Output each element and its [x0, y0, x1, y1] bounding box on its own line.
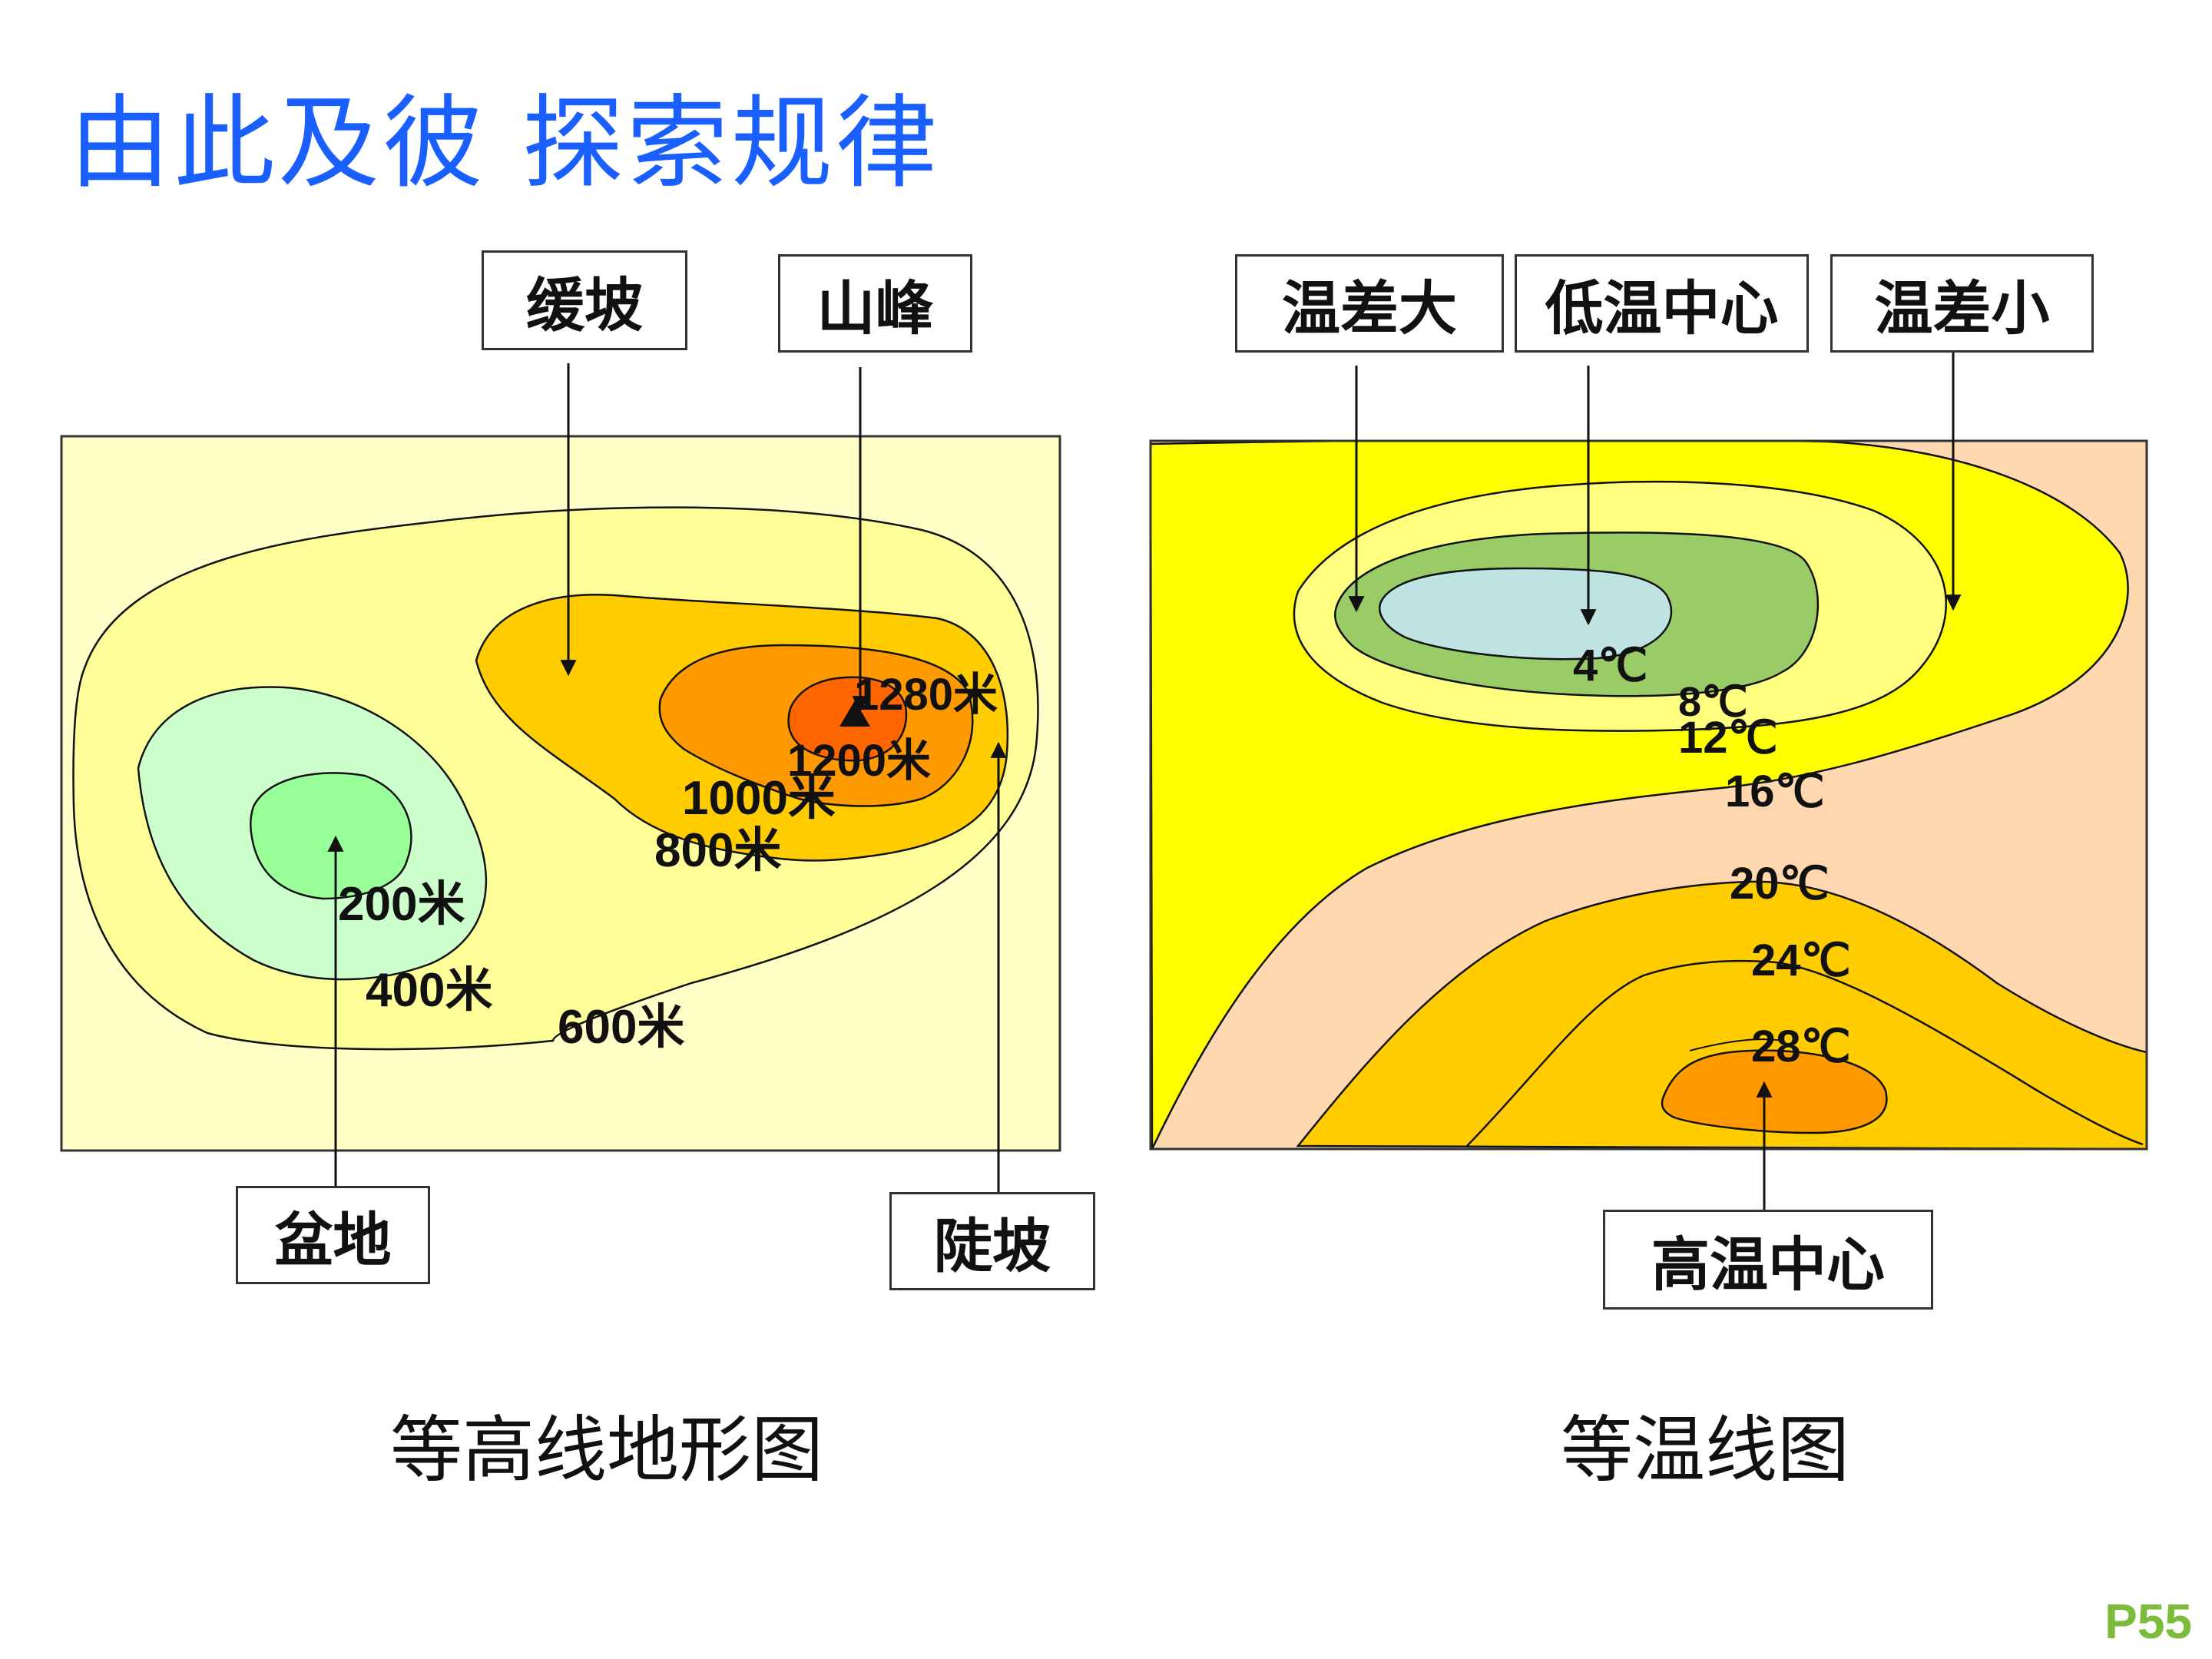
callout-small-diff: 温差小: [1830, 254, 2094, 353]
isotherm-4-region: [1379, 567, 1673, 661]
isotherm-map-caption: 等温线图: [1560, 1409, 1849, 1492]
label-400m: 400米: [366, 964, 492, 1017]
callout-cold-center: 低温中心: [1515, 254, 1809, 353]
label-8c: 8℃: [1678, 679, 1748, 725]
label-12c: 12℃: [1678, 713, 1778, 763]
callout-gentle-slope: 缓坡: [482, 250, 687, 350]
peak-marker-icon: [839, 700, 870, 727]
callout-peak: 山峰: [778, 254, 972, 353]
callout-basin: 盆地: [236, 1186, 430, 1284]
label-1000m: 1000米: [682, 772, 836, 825]
label-1280m: 1280米: [854, 670, 998, 720]
isotherm-map: [1149, 439, 2148, 1151]
callout-large-diff: 温差大: [1235, 254, 1504, 353]
label-20c: 20℃: [1730, 859, 1830, 909]
callout-steep-slope: 陡坡: [889, 1192, 1095, 1290]
contour-labels: 1280米 1200米 1000米 800米 200米 400米 600米: [338, 670, 998, 1054]
isotherm-28-region: [1661, 1049, 1888, 1134]
isotherm-20-region: [1296, 880, 2147, 1149]
label-800m: 800米: [654, 824, 781, 877]
page-number: P55: [2104, 1594, 2192, 1649]
label-16c: 16℃: [1725, 767, 1825, 816]
label-200m: 200米: [338, 878, 465, 931]
arrows: [327, 350, 1962, 1210]
label-600m: 600米: [558, 1001, 684, 1054]
isotherm-24-line: [1466, 959, 2144, 1147]
contour-map: [60, 435, 1061, 1152]
callout-warm-center: 高温中心: [1603, 1210, 1933, 1310]
contour-map-caption: 等高线地形图: [389, 1409, 823, 1492]
label-4c: 4℃: [1573, 641, 1647, 690]
label-24c: 24℃: [1751, 935, 1851, 985]
isotherm-labels: 4℃ 8℃ 12℃ 16℃ 20℃ 24℃ 28℃: [1573, 641, 1851, 1071]
slide-title: 由此及彼 探索规律: [69, 84, 940, 203]
label-1200m: 1200米: [787, 736, 931, 786]
label-28c: 28℃: [1751, 1022, 1851, 1071]
isotherm-map-border: [1149, 439, 2148, 1151]
isotherm-28-connector: [1689, 1038, 1783, 1051]
